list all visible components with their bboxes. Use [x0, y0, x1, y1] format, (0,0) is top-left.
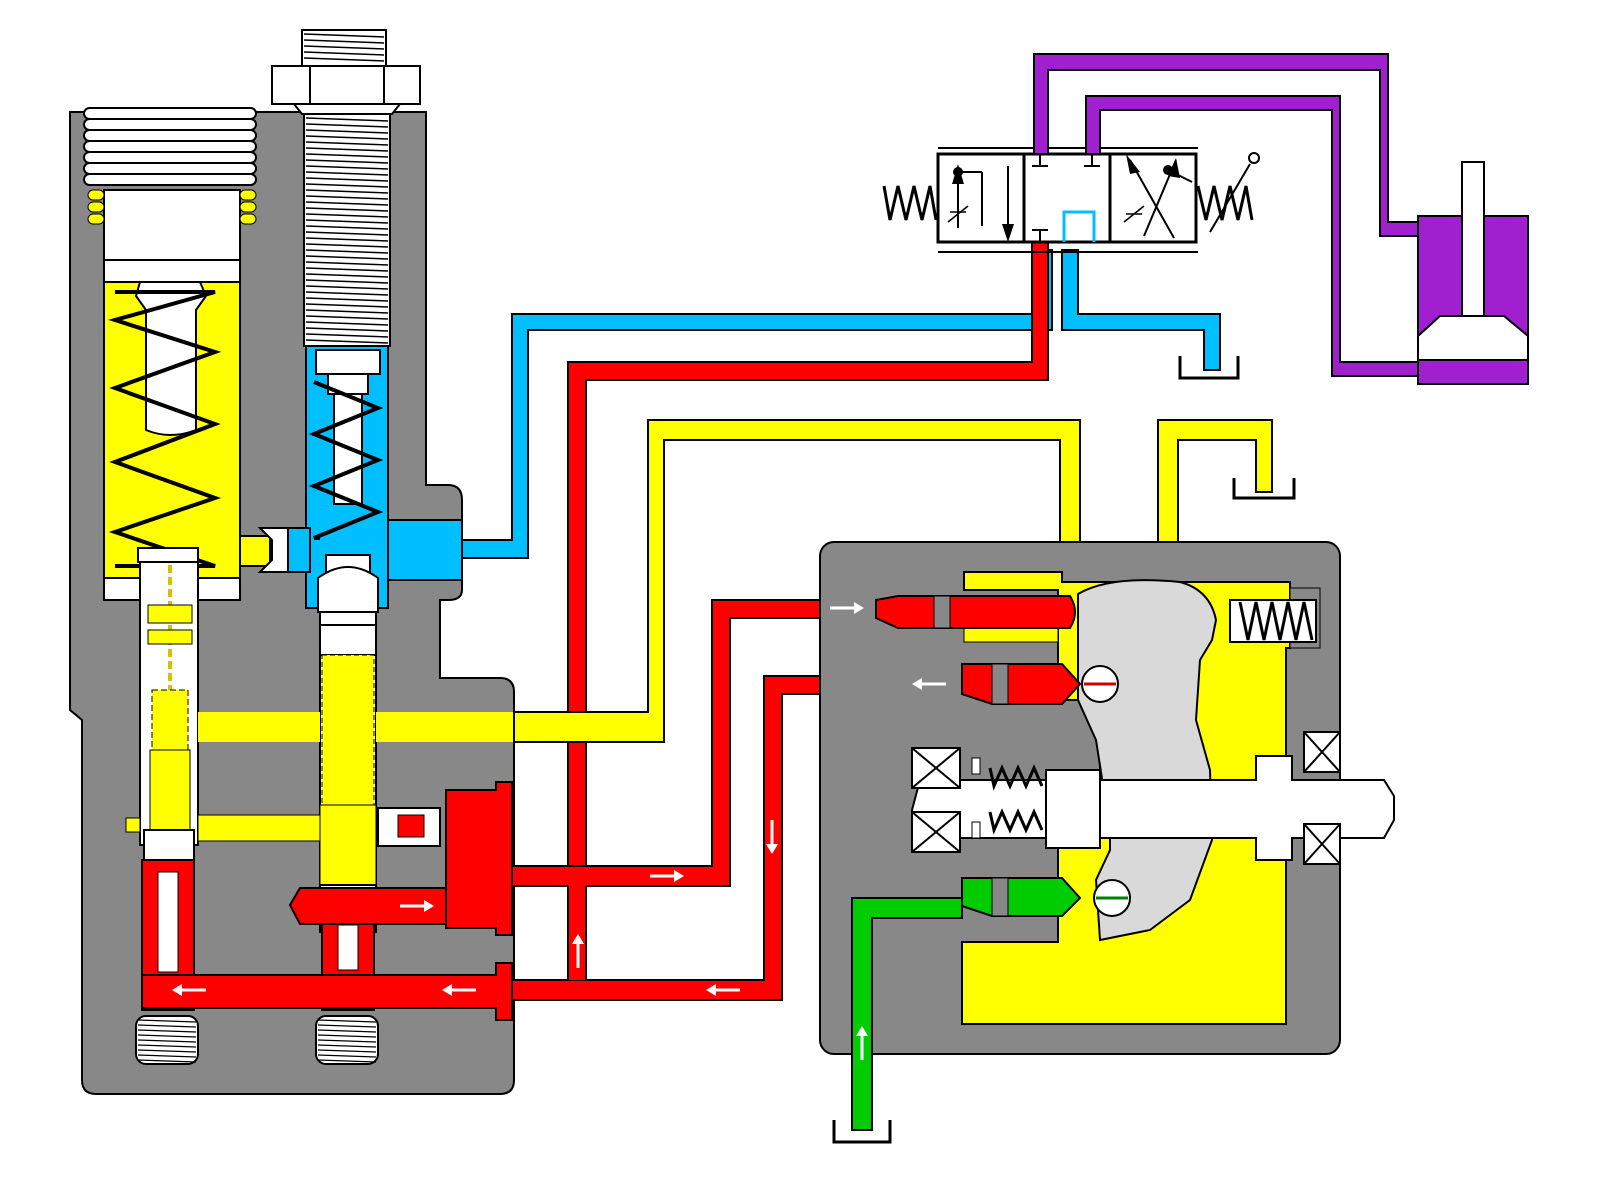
tank-return: [1178, 356, 1240, 380]
piston-bottom: [961, 877, 1082, 917]
flow-arrow: [706, 984, 740, 996]
flow-arrow: [572, 934, 584, 968]
pump-body: [819, 541, 1395, 1055]
tank-pilot: [1232, 478, 1296, 500]
plug: [315, 1015, 379, 1065]
plug: [135, 1015, 199, 1065]
flow-arrow: [856, 1026, 868, 1060]
suction-line: [851, 897, 963, 1131]
directional-control-valve: [882, 147, 1260, 253]
relief-valve: [83, 107, 257, 861]
flow-arrow: [442, 984, 476, 996]
flow-arrow: [912, 678, 946, 690]
tank-suction: [832, 1120, 892, 1144]
adjust-valve-spring: [308, 380, 384, 540]
flow-arrow: [400, 900, 434, 912]
flow-arrow: [766, 820, 778, 854]
dcv-left-spring: [882, 185, 938, 221]
flow-arrow: [650, 870, 684, 882]
relief-valve-cap-threads: [83, 107, 257, 186]
drive-shaft: [910, 731, 1395, 865]
pressure-adjust-valve: [271, 29, 421, 933]
piston-top: [875, 595, 1076, 629]
relief-valve-spring: [108, 290, 222, 568]
flow-arrows: [172, 602, 946, 1060]
block-passages: [135, 712, 514, 1065]
flow-arrow: [172, 984, 206, 996]
dcv-right-spring: [1196, 185, 1254, 221]
piston-middle: [961, 663, 1082, 705]
return-line: [461, 249, 1053, 559]
cross-connector: [239, 519, 463, 581]
hydraulic-cylinder: [1417, 161, 1529, 385]
flow-arrow: [830, 602, 864, 614]
